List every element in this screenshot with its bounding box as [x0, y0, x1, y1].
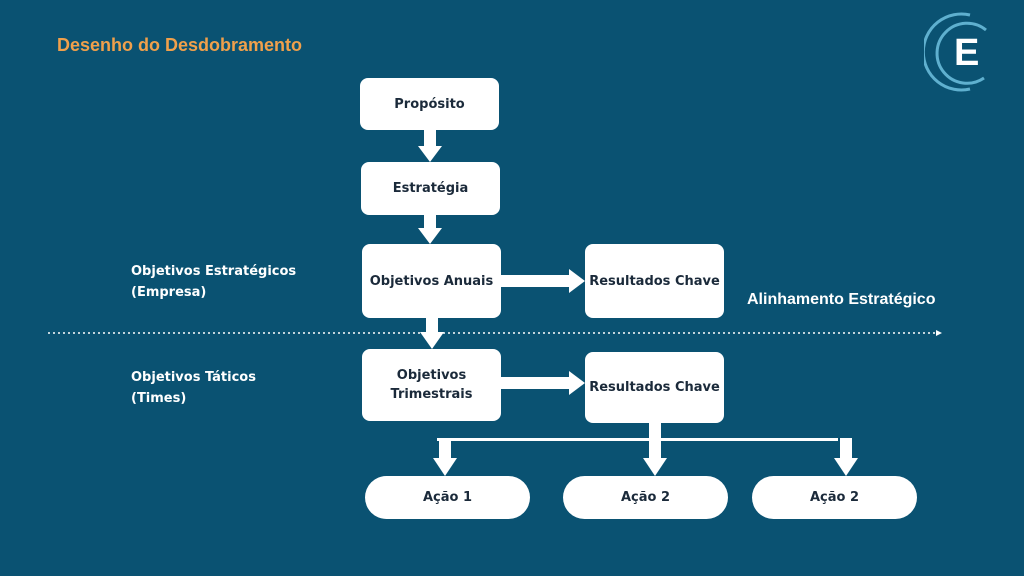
box-acao-1: Ação 1 [365, 476, 530, 519]
box-objetivos-trimestrais-line1: Objetivos [396, 368, 467, 383]
box-objetivos-trimestrais: Objetivos Trimestrais [362, 349, 501, 421]
box-acao-3: Ação 2 [752, 476, 917, 519]
label-objetivos-taticos-line2: (Times) [131, 391, 187, 406]
page-title: Desenho do Desdobramento [57, 35, 303, 55]
box-acao-2: Ação 2 [563, 476, 728, 519]
logo-arcs-icon [921, 12, 987, 92]
label-objetivos-estrategicos-line1: Objetivos Estratégicos [131, 264, 297, 279]
logo: E [921, 12, 996, 92]
logo-letter: E [954, 32, 980, 74]
box-proposito: Propósito [360, 78, 499, 130]
label-objetivos-estrategicos-line2: (Empresa) [131, 285, 207, 300]
box-objetivos-trimestrais-line2: Trimestrais [390, 387, 473, 402]
label-objetivos-taticos: Objetivos Táticos (Times) [131, 367, 256, 409]
box-estrategia: Estratégia [361, 162, 500, 215]
box-resultados-chave-anuais: Resultados Chave [585, 244, 724, 318]
label-objetivos-taticos-line1: Objetivos Táticos [131, 370, 256, 385]
label-objetivos-estrategicos: Objetivos Estratégicos (Empresa) [131, 261, 296, 303]
box-objetivos-anuais: Objetivos Anuais [362, 244, 501, 318]
box-resultados-chave-trimestrais: Resultados Chave [585, 352, 724, 423]
alignment-label: Alinhamento Estratégico [747, 291, 936, 308]
